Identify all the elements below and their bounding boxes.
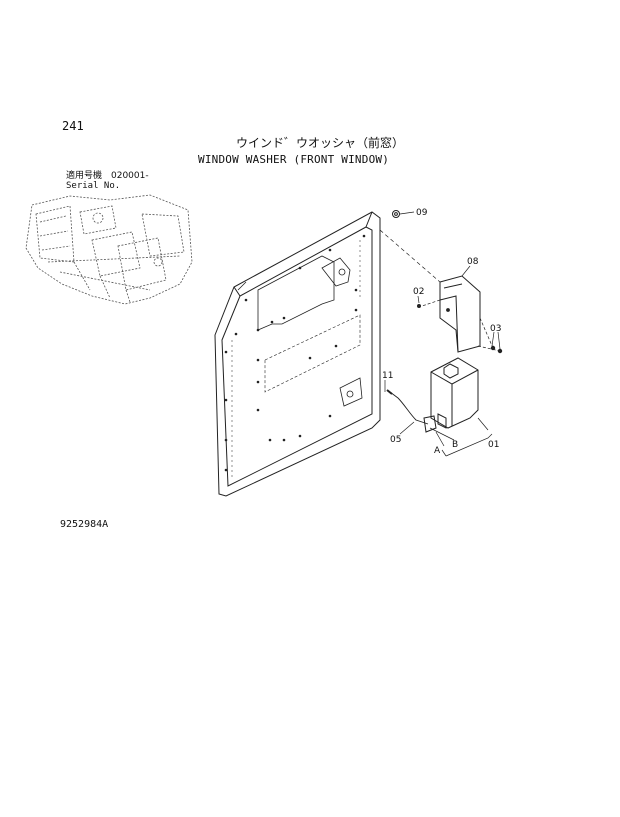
page-number: 241: [62, 119, 84, 133]
callout-08: 08: [467, 257, 479, 267]
callout-labels: 09 08 02 03 11 05 A B 01: [382, 208, 501, 456]
nut-09: [392, 210, 400, 218]
callout-11: 11: [382, 371, 393, 381]
callout-02: 02: [413, 287, 424, 297]
drawing-number: 9252984A: [60, 519, 109, 530]
callout-A: A: [434, 446, 441, 456]
serial-label-japanese: 適用号機 020001-: [66, 171, 149, 181]
callout-B: B: [452, 440, 458, 450]
callout-03: 03: [490, 324, 501, 334]
callout-01: 01: [488, 440, 499, 450]
hose-05: [386, 389, 429, 425]
serial-label-english: Serial No.: [66, 181, 121, 191]
bracket-08: [439, 275, 481, 353]
title-english: WINDOW WASHER (FRONT WINDOW): [198, 153, 390, 166]
leader-lines: [379, 211, 501, 457]
front-panel: [214, 211, 381, 497]
callout-05: 05: [390, 435, 401, 445]
machine-thumbnail: [25, 194, 193, 305]
panel-holes: [224, 234, 366, 472]
washer-tank-01: [423, 357, 479, 433]
title-japanese: ウインド゛ウオッシャ（前窓）: [236, 136, 405, 150]
callout-09: 09: [416, 208, 428, 218]
